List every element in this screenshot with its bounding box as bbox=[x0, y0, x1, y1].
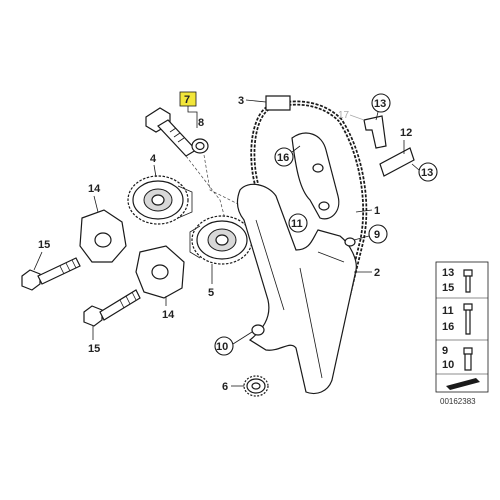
callout-13-top: 13 bbox=[374, 98, 386, 110]
legend-row1-top: 13 bbox=[442, 267, 454, 279]
bracket-part bbox=[363, 115, 387, 149]
chain-tensioner-part bbox=[265, 95, 291, 111]
camshaft-sprocket-upper bbox=[127, 175, 193, 225]
legend-row3-top: 9 bbox=[442, 345, 448, 357]
callout-9: 9 bbox=[374, 229, 380, 241]
legend-bolt-icon bbox=[463, 269, 473, 293]
tensioner-rail-part bbox=[236, 183, 357, 395]
callout-12: 12 bbox=[400, 127, 412, 139]
parts-legend: 13 15 11 16 9 10 bbox=[435, 261, 489, 393]
legend-pin-icon bbox=[463, 303, 473, 335]
callout-17: 17 bbox=[338, 110, 350, 121]
legend-arrow-icon bbox=[446, 378, 480, 390]
callout-13-right-circle bbox=[418, 162, 438, 182]
washer-part bbox=[191, 138, 209, 154]
callout-13-right: 13 bbox=[421, 167, 433, 179]
callout-5: 5 bbox=[208, 287, 214, 299]
callout-11: 11 bbox=[291, 218, 303, 230]
central-bolt-part bbox=[145, 107, 197, 157]
callout-10-circle bbox=[214, 336, 234, 356]
legend-row2-top: 11 bbox=[442, 305, 454, 317]
callout-16-circle bbox=[274, 147, 294, 167]
guide-rail-part bbox=[291, 132, 340, 220]
legend-bushing-icon bbox=[463, 347, 473, 371]
trigger-wheel-upper bbox=[79, 209, 127, 263]
sensor-plate-part bbox=[379, 147, 415, 177]
crankshaft-sprocket-part bbox=[243, 375, 269, 397]
callout-13-top-circle bbox=[371, 93, 391, 113]
callout-7-highlight bbox=[179, 91, 197, 107]
callout-3: 3 bbox=[238, 95, 244, 107]
callout-9-circle bbox=[368, 224, 388, 244]
callout-8: 8 bbox=[198, 117, 204, 129]
callout-4: 4 bbox=[150, 153, 157, 165]
callout-11-circle bbox=[288, 213, 308, 233]
bolt-15-upper-part bbox=[21, 257, 81, 291]
callout-2: 2 bbox=[374, 267, 380, 279]
bolt-15-lower-part bbox=[83, 289, 141, 327]
trigger-wheel-lower bbox=[135, 245, 185, 299]
pin-part bbox=[344, 237, 356, 247]
callout-15-upper: 15 bbox=[38, 239, 50, 251]
callout-15-lower: 15 bbox=[88, 343, 100, 355]
callout-6: 6 bbox=[222, 381, 228, 393]
diagram-code: 00162383 bbox=[440, 397, 476, 406]
callout-16: 16 bbox=[277, 152, 289, 164]
callout-14-lower: 14 bbox=[162, 309, 175, 321]
legend-row1-bottom: 15 bbox=[442, 282, 454, 294]
leader-7 bbox=[187, 103, 198, 128]
legend-row3-bottom: 10 bbox=[442, 359, 454, 371]
callout-10: 10 bbox=[216, 341, 228, 353]
camshaft-sprocket-lower bbox=[189, 215, 253, 265]
legend-row2-bottom: 16 bbox=[442, 321, 454, 333]
callout-14-upper: 14 bbox=[88, 183, 101, 195]
callout-1: 1 bbox=[374, 205, 380, 217]
callout-7: 7 bbox=[184, 94, 190, 106]
